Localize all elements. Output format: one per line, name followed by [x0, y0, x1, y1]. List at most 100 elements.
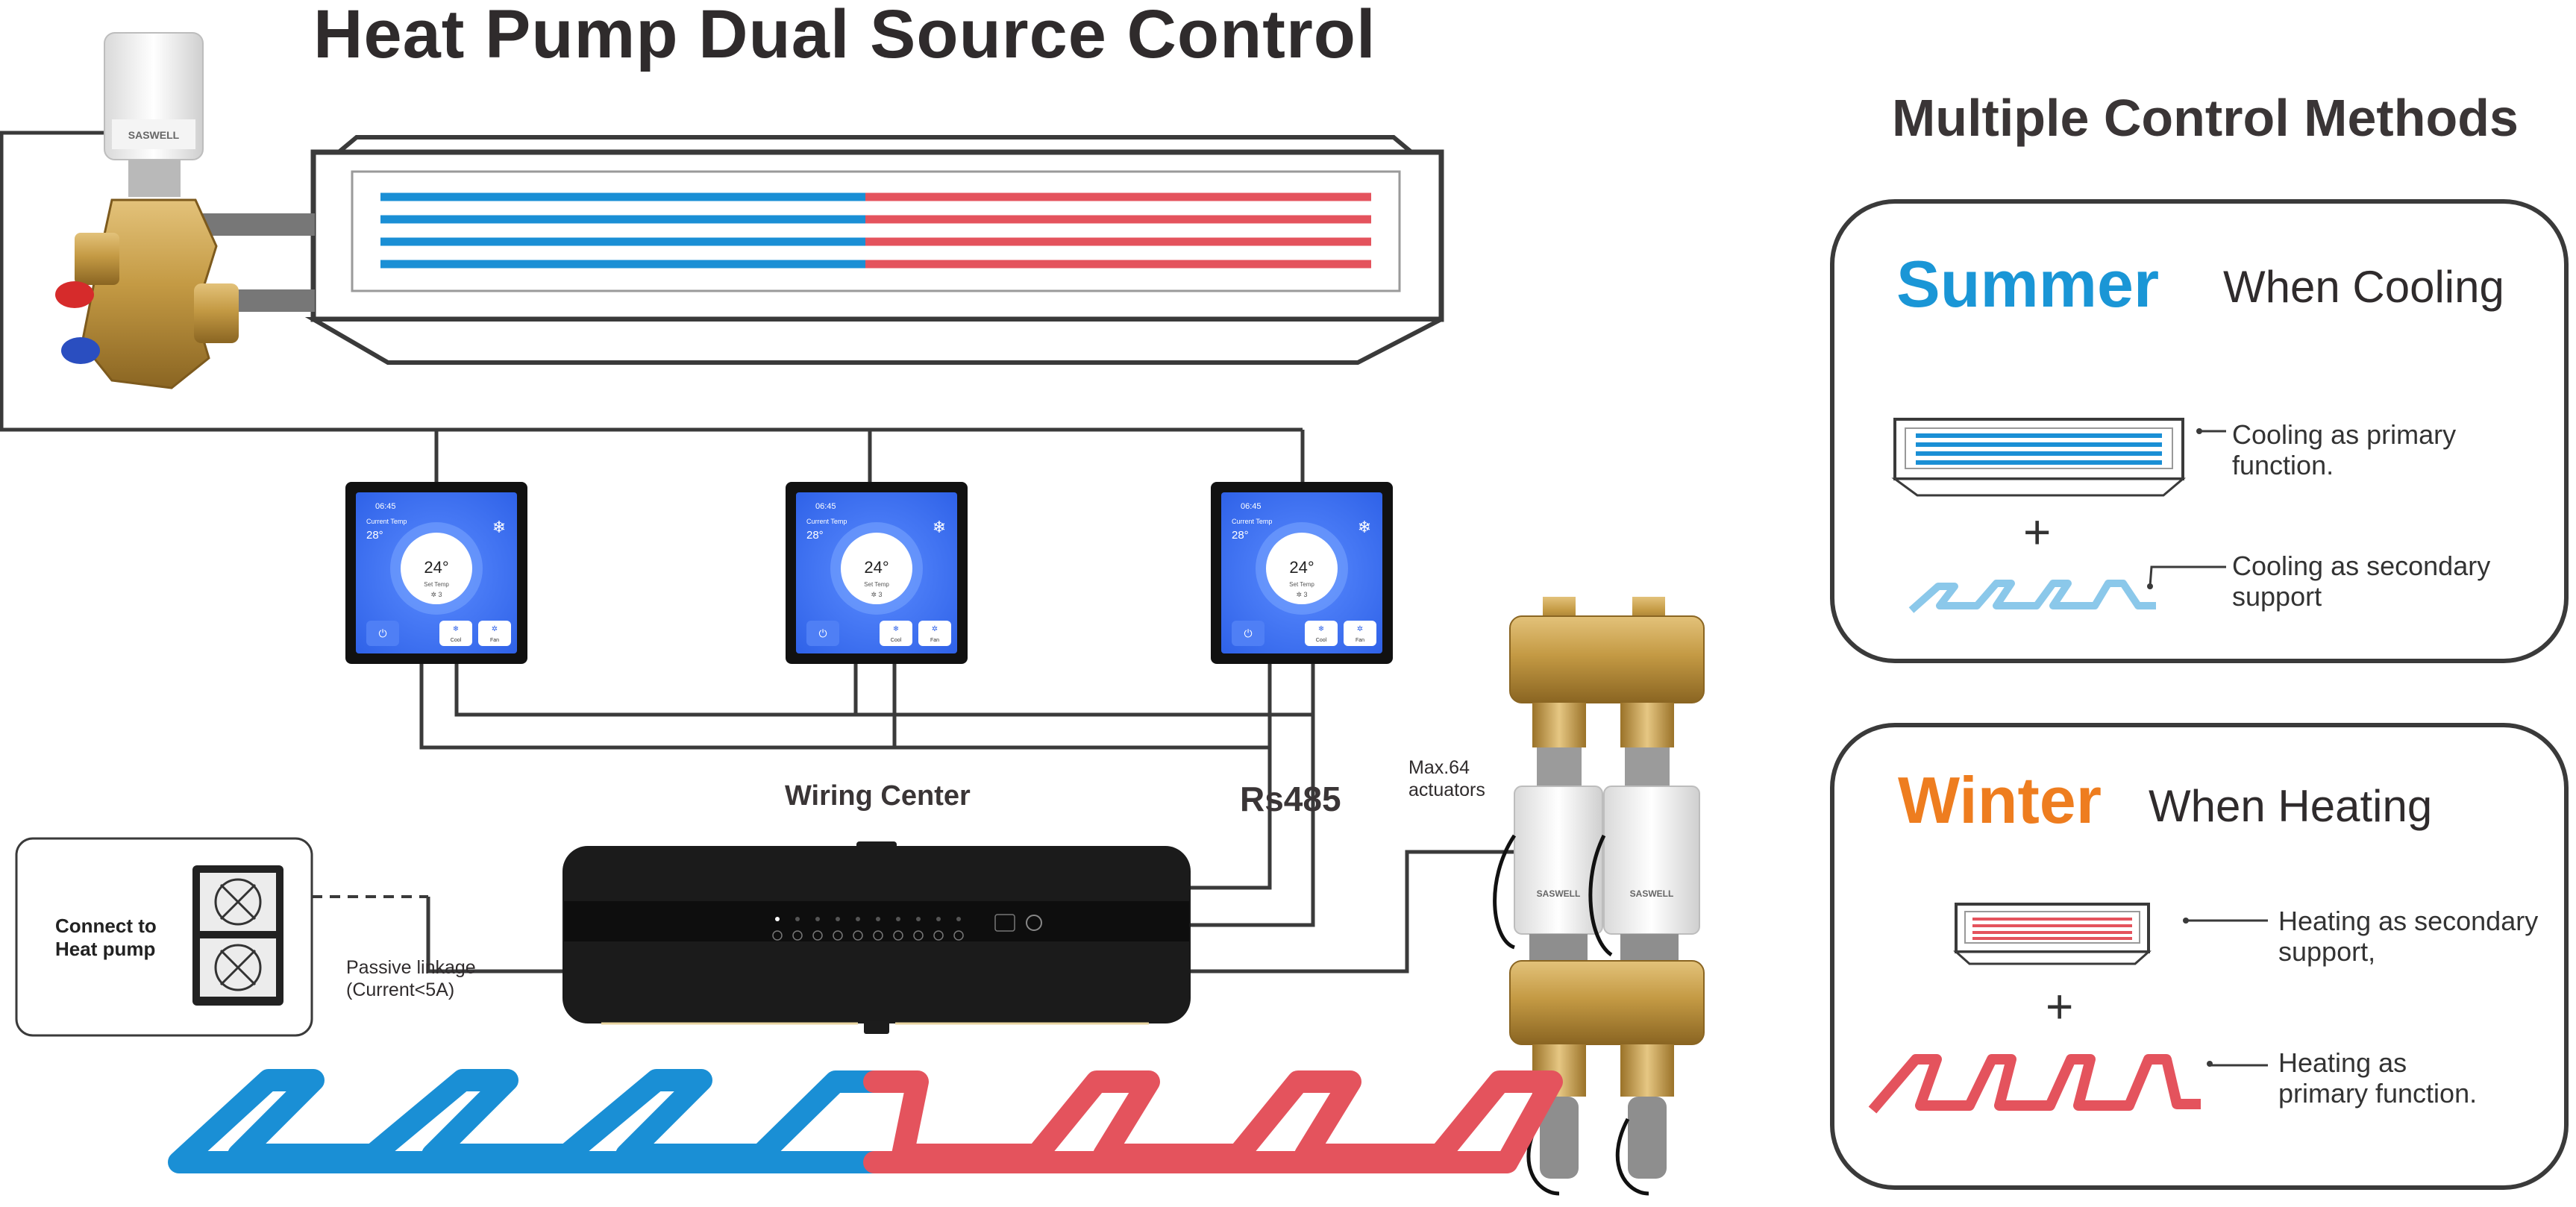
fan-button	[478, 621, 511, 646]
thermostat-set-label: Set Temp	[864, 581, 889, 588]
zone-indicator	[833, 930, 843, 941]
thermostat-set-label: Set Temp	[1289, 581, 1314, 588]
power-button	[1232, 621, 1265, 646]
winter-panel	[1830, 723, 2569, 1190]
winter-fan-coil-icon	[1953, 903, 2268, 965]
mode-button-label: Cool	[451, 638, 462, 643]
wiring-center-box	[562, 841, 1191, 1034]
zone-indicator	[933, 930, 944, 941]
zone-led	[956, 917, 961, 921]
mode-button-label: Cool	[891, 638, 902, 643]
panel-title: Multiple Control Methods	[1892, 89, 2519, 147]
wire-passive	[426, 897, 562, 974]
fan-icon: ✲	[492, 625, 498, 633]
wiring-center-label: Wiring Center	[785, 780, 971, 812]
thermostat-current-value: 28°	[806, 529, 824, 542]
summer-label: Summer	[1896, 247, 2160, 321]
thermostat-set-value: 24°	[1289, 558, 1314, 577]
thermostat-dial	[401, 533, 472, 604]
manifold: SASWELL SASWELL	[1493, 597, 1705, 1196]
thermostat-fan-speed: ✲ 3	[430, 591, 442, 598]
winter-secondary-note: Heating as secondary support,	[2278, 906, 2539, 968]
mode-icon: ❄	[453, 625, 459, 633]
summer-mode-label: When Cooling	[2223, 262, 2504, 312]
zone-indicator	[853, 930, 863, 941]
thermostat-current-label: Current Temp	[1232, 518, 1272, 525]
power-button	[366, 621, 399, 646]
valve-brand: SASWELL	[128, 129, 180, 141]
zone-indicator	[893, 930, 903, 941]
thermostat-current-label: Current Temp	[806, 518, 847, 525]
zone-indicator	[792, 930, 803, 941]
rs485-bus	[419, 662, 1315, 927]
zone-led	[815, 917, 820, 921]
summer-fan-coil-icon	[1891, 418, 2226, 497]
zone-led	[916, 917, 921, 921]
thermostat-fan-speed: ✲ 3	[1296, 591, 1307, 598]
thermostat-dial	[1266, 533, 1338, 604]
zone-led	[936, 917, 941, 921]
actuator-2-brand: SASWELL	[1630, 888, 1674, 899]
fan-button	[918, 621, 951, 646]
mode-icon: ❄	[1318, 625, 1324, 633]
snowflake-icon: ❄	[1358, 518, 1371, 536]
winter-floor-coil-icon	[1868, 1054, 2268, 1114]
zone-indicator	[873, 930, 883, 941]
thermostat-fan-speed: ✲ 3	[871, 591, 882, 598]
mode-button	[439, 621, 472, 646]
fan-icon: ✲	[932, 625, 938, 633]
zone-led	[775, 917, 780, 921]
thermostat-time: 06:45	[375, 502, 396, 511]
zone-indicator	[772, 930, 783, 941]
power-icon: ⏻	[1244, 627, 1252, 639]
zone-led	[836, 917, 840, 921]
fan-button-label: Fan	[1356, 638, 1364, 643]
mode-button-label: Cool	[1316, 638, 1327, 643]
winter-label: Winter	[1898, 763, 2102, 837]
power-icon: ⏻	[378, 627, 386, 639]
mode-button	[880, 621, 912, 646]
winter-primary-note: Heating as primary function.	[2278, 1047, 2478, 1109]
diagram-title: Heat Pump Dual Source Control	[313, 0, 1376, 72]
display-icon	[994, 914, 1015, 932]
summer-primary-note: Cooling as primary function.	[2232, 419, 2457, 481]
actuator-1-brand: SASWELL	[1537, 888, 1581, 899]
zone-indicator	[913, 930, 924, 941]
fan-button-label: Fan	[490, 638, 499, 643]
connect-heat-pump-label: Connect to Heat pump	[55, 915, 157, 961]
balancing-valve: SASWELL	[55, 32, 239, 389]
fan-coil-unit	[187, 135, 1444, 365]
thermostat-current-value: 28°	[1232, 529, 1249, 542]
winter-mode-label: When Heating	[2149, 781, 2433, 831]
snowflake-icon: ❄	[492, 518, 506, 536]
thermostat-set-value: 24°	[424, 558, 448, 577]
zone-led	[896, 917, 900, 921]
thermostat-time: 06:45	[1241, 502, 1262, 511]
fan-button	[1344, 621, 1376, 646]
mode-icon: ❄	[893, 625, 899, 633]
max-actuators-label: Max.64 actuators	[1408, 757, 1485, 800]
passive-linkage-label: Passive linkage (Current<5A)	[346, 957, 476, 1000]
rs485-label: Rs485	[1240, 780, 1341, 818]
power-icon: ⏻	[818, 627, 827, 639]
fan-icon: ✲	[1357, 625, 1363, 633]
wire-actuators	[1191, 850, 1514, 974]
thermostat-dial	[841, 533, 912, 604]
power-button	[806, 621, 839, 646]
snowflake-icon: ❄	[933, 518, 946, 536]
thermostat-set-value: 24°	[864, 558, 889, 577]
thermostat-time: 06:45	[815, 502, 836, 511]
mode-button	[1305, 621, 1338, 646]
summer-floor-coil-icon	[1908, 565, 2226, 613]
zone-led	[856, 917, 860, 921]
fan-button-label: Fan	[930, 638, 939, 643]
thermostat-current-value: 28°	[366, 529, 383, 542]
summer-plus: +	[2023, 505, 2052, 559]
zone-led	[795, 917, 800, 921]
thermostat-set-label: Set Temp	[424, 581, 449, 588]
